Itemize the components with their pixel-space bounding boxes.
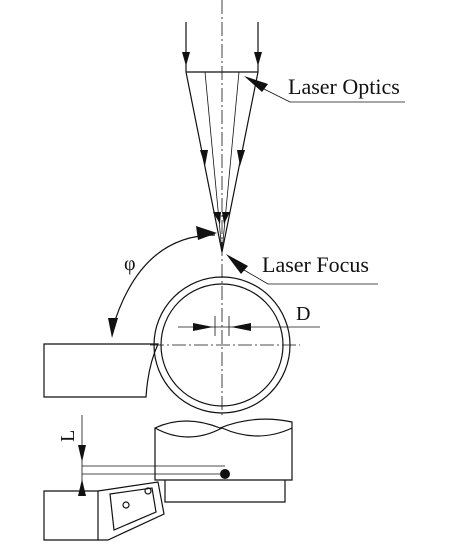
- converging-beam: [185, 71, 259, 253]
- laser-focus-label: Laser Focus: [262, 252, 369, 277]
- angle-phi-label: φ: [124, 253, 136, 275]
- offset-label: L: [57, 430, 79, 442]
- laser-focus-leader: [226, 254, 378, 285]
- diameter-label: D: [296, 303, 310, 325]
- left-holder-block: [43, 343, 159, 398]
- laser-optics-leader: [244, 76, 405, 103]
- reference-point: [220, 469, 230, 479]
- diameter-dimension: [178, 316, 320, 336]
- support-block: [154, 418, 293, 503]
- angle-arc: [108, 226, 217, 338]
- cutting-tool: [43, 481, 165, 541]
- laser-optics-label: Laser Optics: [288, 74, 400, 99]
- offset-dimension: [78, 415, 86, 496]
- incoming-beam-arrows: [182, 22, 262, 72]
